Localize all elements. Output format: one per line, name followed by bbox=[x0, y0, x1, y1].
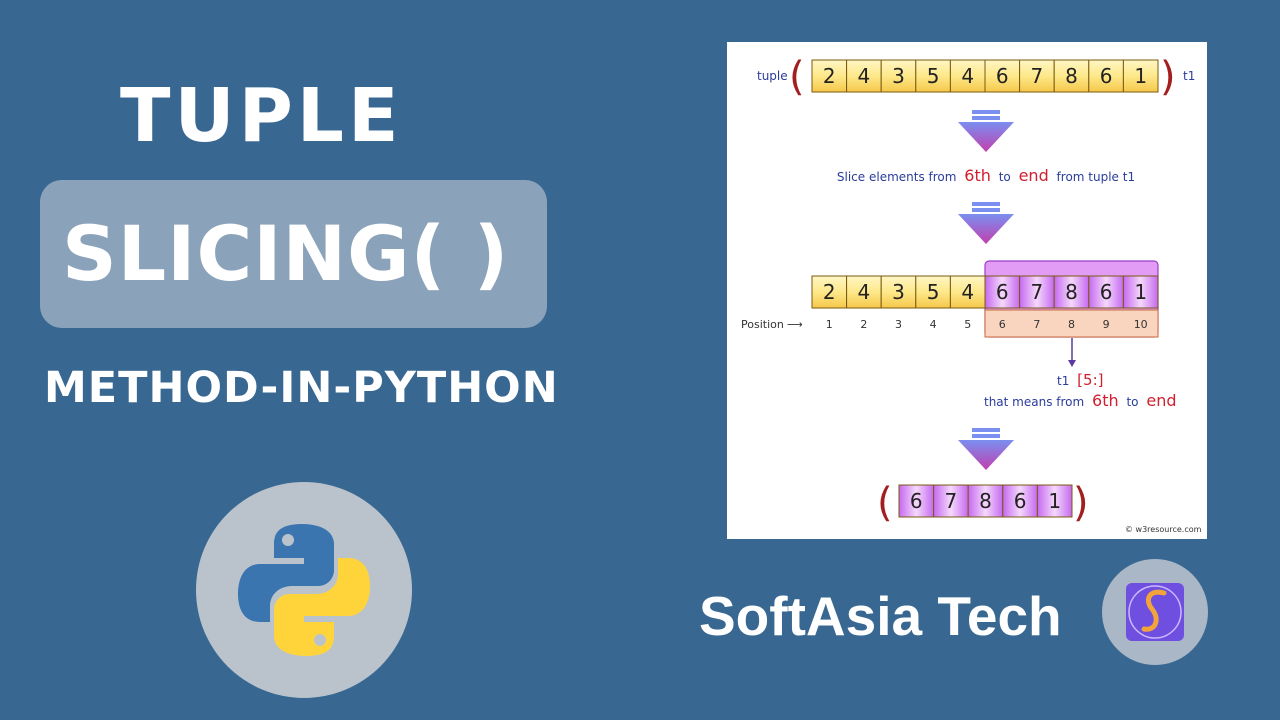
position-number: 6 bbox=[999, 318, 1006, 331]
original-tuple-value: 7 bbox=[1031, 64, 1044, 88]
down-arrow-3 bbox=[958, 428, 1014, 470]
step1-start: 6th bbox=[964, 166, 991, 185]
slice-view-value: 6 bbox=[996, 280, 1009, 304]
title-highlight-box bbox=[40, 180, 547, 328]
position-number: 3 bbox=[895, 318, 902, 331]
expr-name: t1 bbox=[1057, 374, 1069, 388]
credit-text: © w3resource.com bbox=[1125, 525, 1202, 534]
slice-view-cell bbox=[1122, 275, 1159, 309]
original-tuple-cell bbox=[1053, 59, 1090, 93]
position-number: 7 bbox=[1033, 318, 1040, 331]
slice-view-cell bbox=[915, 275, 951, 309]
result-tuple-value: 6 bbox=[910, 489, 923, 513]
result-tuple-cell bbox=[967, 484, 1004, 518]
original-tuple-cell bbox=[984, 59, 1021, 93]
down-arrow-2 bbox=[958, 202, 1014, 244]
python-logo-icon bbox=[196, 482, 412, 698]
original-tuple-cell bbox=[846, 59, 882, 93]
result-tuple-value: 8 bbox=[979, 489, 992, 513]
original-tuple-cell bbox=[811, 59, 848, 93]
original-tuple-cell bbox=[949, 59, 986, 93]
slice-view-cell bbox=[1053, 275, 1090, 309]
title-slicing: SLICING( ) bbox=[62, 209, 510, 298]
step1-description: Slice elements from 6th to end from tupl… bbox=[837, 166, 1135, 185]
original-tuple-cell bbox=[1122, 59, 1159, 93]
means-start: 6th bbox=[1092, 391, 1119, 410]
result-tuple-value: 7 bbox=[945, 489, 958, 513]
means-description: that means from 6th to end bbox=[984, 391, 1176, 410]
slice-view-value: 6 bbox=[1100, 280, 1113, 304]
slice-view-cell bbox=[846, 275, 882, 309]
step1-suffix: from tuple t1 bbox=[1057, 170, 1136, 184]
original-tuple-value: 8 bbox=[1065, 64, 1078, 88]
result-open-paren: ( bbox=[877, 480, 893, 526]
step1-to: to bbox=[999, 170, 1011, 184]
original-tuple-cell bbox=[1088, 59, 1124, 93]
slice-view-value: 1 bbox=[1134, 280, 1147, 304]
original-tuple-value: 4 bbox=[961, 64, 974, 88]
result-tuple-cell bbox=[1036, 484, 1073, 518]
brand-logo-svg bbox=[1128, 585, 1182, 639]
position-label: Position bbox=[741, 318, 784, 331]
result-tuple-cell bbox=[933, 484, 969, 518]
slice-view-cell bbox=[811, 275, 848, 309]
original-tuple-cell bbox=[880, 59, 917, 93]
slice-expression: t1 [5:] bbox=[1057, 371, 1103, 389]
pointer-arrow-icon bbox=[1068, 360, 1076, 367]
means-end: end bbox=[1146, 391, 1176, 410]
slice-view-value: 4 bbox=[961, 280, 974, 304]
position-number: 8 bbox=[1068, 318, 1075, 331]
original-tuple-value: 4 bbox=[858, 64, 871, 88]
brand-name: SoftAsia Tech bbox=[699, 585, 1062, 647]
expr-slice: [5:] bbox=[1077, 371, 1103, 389]
position-number: 5 bbox=[964, 318, 971, 331]
slice-view-value: 4 bbox=[858, 280, 871, 304]
subtitle-method-in-python: METHOD-IN-PYTHON bbox=[44, 363, 559, 413]
slice-view-value: 5 bbox=[927, 280, 940, 304]
original-tuple-value: 6 bbox=[996, 64, 1009, 88]
slice-view-cell bbox=[1019, 275, 1055, 309]
means-prefix: that means from bbox=[984, 395, 1084, 409]
result-tuple-value: 1 bbox=[1048, 489, 1061, 513]
tuple-name-label: t1 bbox=[1183, 69, 1195, 83]
original-tuple-value: 5 bbox=[927, 64, 940, 88]
position-number: 4 bbox=[930, 318, 937, 331]
position-number: 1 bbox=[826, 318, 833, 331]
original-tuple-value: 6 bbox=[1100, 64, 1113, 88]
position-highlight bbox=[984, 309, 1159, 338]
original-tuple-value: 1 bbox=[1134, 64, 1147, 88]
step1-end: end bbox=[1019, 166, 1049, 185]
means-to: to bbox=[1126, 395, 1138, 409]
down-arrow-1 bbox=[958, 110, 1014, 152]
result-tuple-cell bbox=[898, 484, 935, 518]
position-numbers: 1 2 3 4 5 6 7 8 9 10 bbox=[826, 318, 1148, 331]
slice-view-cell bbox=[880, 275, 917, 309]
result-close-paren: ) bbox=[1073, 480, 1089, 526]
position-number: 2 bbox=[860, 318, 867, 331]
slice-view-value: 3 bbox=[892, 280, 905, 304]
close-paren: ) bbox=[1160, 54, 1176, 100]
tuple-label: tuple bbox=[757, 69, 788, 83]
slice-view-value: 7 bbox=[1031, 280, 1044, 304]
original-tuple-cell bbox=[915, 59, 951, 93]
open-paren: ( bbox=[789, 54, 805, 100]
result-tuple-value: 6 bbox=[1014, 489, 1027, 513]
step1-prefix: Slice elements from bbox=[837, 170, 957, 184]
python-logo-svg bbox=[238, 524, 370, 656]
slice-view-value: 2 bbox=[823, 280, 836, 304]
position-number: 9 bbox=[1103, 318, 1110, 331]
original-tuple-value: 2 bbox=[823, 64, 836, 88]
position-number: 10 bbox=[1134, 318, 1148, 331]
slice-view-value: 8 bbox=[1065, 280, 1078, 304]
original-tuple-value: 3 bbox=[892, 64, 905, 88]
softasia-s-logo-icon bbox=[1102, 559, 1208, 665]
title-tuple: TUPLE bbox=[120, 73, 403, 159]
position-arrow-icon: ⟶ bbox=[787, 318, 803, 331]
